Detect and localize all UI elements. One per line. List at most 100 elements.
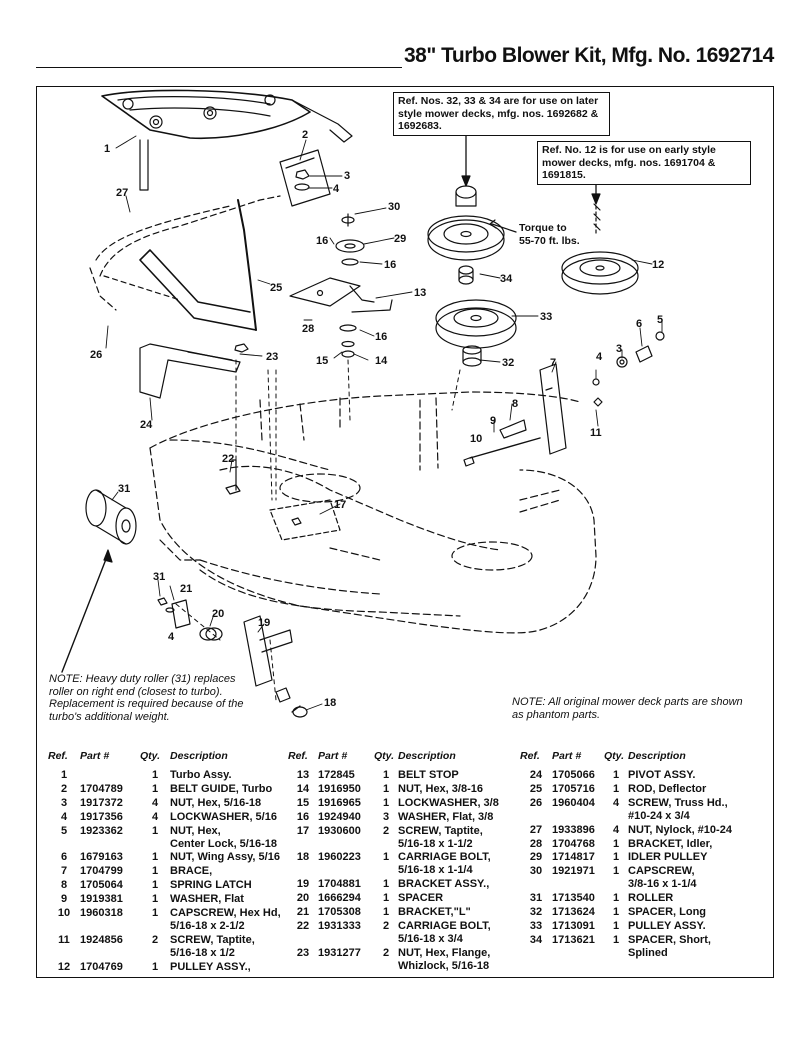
description-line: WASHER, Flat [170,893,244,906]
description-line: LOCKWASHER, 5/16 [170,810,277,823]
callout-1: 1 [104,143,110,155]
description-line: WASHER, Flat, 3/8 [398,810,494,823]
ref-cell: 27 [529,823,543,836]
callout-4b: 4 [168,631,175,643]
description-cell: PULLEY ASSY., [170,960,312,974]
ref-cell: 16 [296,810,310,823]
roller-note: NOTE: Heavy duty roller (31) replaces ro… [49,673,244,723]
callout-30: 30 [388,201,400,213]
description-subline: Whizlock, 5/16-18 [398,959,490,972]
qty-cell: 1 [151,782,159,795]
description-cell: BRACE, [170,864,312,878]
ref-cell: 2 [60,782,68,795]
part-number-cell: 1917372 [80,796,123,809]
roller-part [85,489,137,545]
callout-16b: 16 [384,259,396,271]
part-number-cell: 1924940 [318,810,361,823]
description-line: BRACE, [170,865,213,878]
header-qty: Qty. [604,750,625,762]
nut-washer-group [294,169,310,191]
description-cell: LOCKWASHER, 3/8 [398,796,528,810]
description-line: LOCKWASHER, 3/8 [398,796,499,809]
ref-cell: 34 [529,933,543,946]
ref-cell: 13 [296,769,310,781]
qty-cell: 2 [382,824,390,837]
qty-cell: 1 [151,907,159,920]
ref-cell: 28 [529,837,543,850]
ref-cell: 18 [296,851,310,864]
part-number-cell: 1704799 [80,865,123,878]
description-line: BRACKET,"L" [398,906,471,919]
qty-cell: 1 [382,796,390,809]
description-cell: NUT, Hex,Center Lock, 5/16-18 [170,824,312,851]
description-line: CAPSCREW, [628,865,695,878]
callout-20: 20 [212,608,224,620]
part-number-cell: 1923362 [80,824,123,837]
description-cell: CARRIAGE BOLT,5/16-18 x 1-1/4 [398,850,528,877]
description-subline: 5/16-18 x 1-1/4 [398,864,473,877]
description-cell: CARRIAGE BOLT,5/16-18 x 3/4 [398,919,528,946]
ref-cell: 32 [529,906,543,919]
qty-cell: 1 [151,865,159,878]
callout-21: 21 [180,583,192,595]
callout-3b: 3 [616,343,622,355]
callout-19: 19 [258,617,270,629]
qty-cell: 1 [612,782,620,795]
callout-labels: 1 2 3 4 5 6 7 8 9 10 11 12 13 14 15 16 1… [90,129,664,709]
callout-16a: 16 [316,235,328,247]
description-cell: BRACKET ASSY., [398,877,528,891]
callout-28: 28 [302,323,314,335]
description-subline: 5/16-18 x 1-1/2 [398,837,473,850]
part-number-cell: 1704769 [80,960,123,973]
description-line: SPRING LATCH [170,879,252,892]
description-cell: NUT, Hex, 3/8-16 [398,782,528,796]
callout-23: 23 [266,351,278,363]
description-line: PULLEY ASSY., [170,960,251,973]
description-cell: SCREW, Taptite,5/16-18 x 1/2 [170,933,312,960]
pulley-assembly-12 [561,199,639,295]
header-part: Part # [80,750,110,762]
qty-cell: 1 [151,879,159,892]
header-ref: Ref. [520,750,540,762]
part-number-cell: 1704881 [318,878,361,891]
callout-22: 22 [222,453,234,465]
description-subline: 5/16-18 x 3/4 [398,932,463,945]
description-line: CARRIAGE BOLT, [398,851,491,864]
description-cell: BELT GUIDE, Turbo [170,782,312,796]
qty-cell: 1 [612,919,620,932]
callout-17: 17 [334,499,346,511]
callout-9: 9 [490,415,496,427]
ref-cell: 29 [529,851,543,864]
phantom-deck-top [89,195,281,311]
title-rule [36,67,402,68]
qty-cell: 4 [612,796,620,809]
phantom-parts-note: NOTE: All original mower deck parts are … [512,696,743,721]
description-cell: BELT STOP [398,768,528,782]
ref-cell: 24 [529,769,543,781]
callout-5: 5 [657,314,663,326]
part-number-cell: 1931333 [318,919,361,932]
callout-4c: 4 [596,351,603,363]
part-number-cell: 1919381 [80,893,123,906]
description-cell: PIVOT ASSY. [628,768,758,782]
torque-arrow [491,223,517,233]
description-line: SCREW, Taptite, [398,824,483,837]
description-cell: NUT, Hex, Flange,Whizlock, 5/16-18 [398,946,528,973]
part-number-cell: 1921971 [552,865,595,878]
ref-cell: 25 [529,782,543,795]
description-line: SPACER, Long [628,906,707,919]
qty-cell: 1 [151,960,159,973]
